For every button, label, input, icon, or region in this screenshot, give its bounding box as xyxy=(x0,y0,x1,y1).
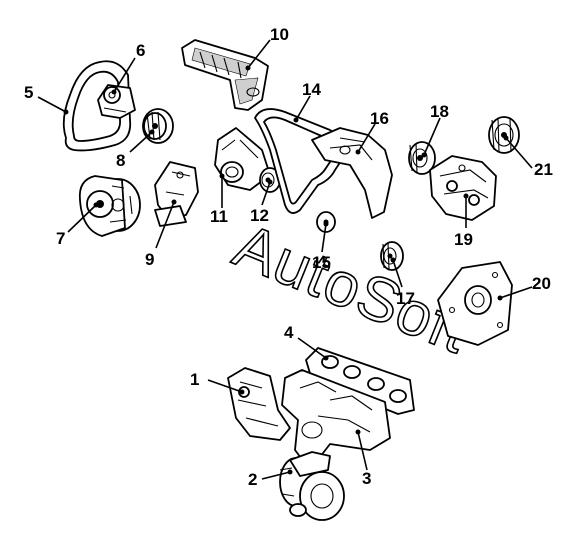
part-18-camshaft-sprocket[interactable] xyxy=(408,141,436,175)
part-19-injection-pump[interactable] xyxy=(429,155,497,221)
part-7-water-pump[interactable] xyxy=(78,175,141,237)
part-9-bracket[interactable] xyxy=(154,161,199,227)
part-17-crankshaft-sprocket[interactable] xyxy=(380,241,404,271)
part-1-exhaust-heat-shield[interactable] xyxy=(227,367,291,441)
callout-17[interactable]: 17 xyxy=(396,289,415,308)
part-4-manifold-gasket[interactable] xyxy=(305,347,415,415)
callout-9[interactable]: 9 xyxy=(145,250,154,269)
callout-6[interactable]: 6 xyxy=(136,41,145,60)
part-3-exhaust-manifold[interactable] xyxy=(281,369,391,471)
part-2-turbocharger[interactable] xyxy=(279,451,345,521)
watermark-text: AutoSoft xyxy=(225,211,479,367)
part-10-upper-timing-cover[interactable] xyxy=(181,39,269,111)
callout-5[interactable]: 5 xyxy=(24,83,33,102)
callout-19[interactable]: 19 xyxy=(454,230,473,249)
callout-1[interactable]: 1 xyxy=(190,370,199,389)
callout-12[interactable]: 12 xyxy=(250,206,269,225)
callout-11[interactable]: 11 xyxy=(210,207,228,226)
callout-8[interactable]: 8 xyxy=(116,151,125,170)
callout-15[interactable]: 15 xyxy=(312,253,331,272)
leader-lines xyxy=(37,39,533,480)
callout-21[interactable]: 21 xyxy=(534,160,553,179)
callout-2[interactable]: 2 xyxy=(248,470,257,489)
part-11-inner-timing-cover[interactable] xyxy=(214,127,271,191)
callout-16[interactable]: 16 xyxy=(370,109,389,128)
callout-18[interactable]: 18 xyxy=(430,102,449,121)
callout-7[interactable]: 7 xyxy=(56,229,65,248)
callout-14[interactable]: 14 xyxy=(302,80,321,99)
part-8-idler-pulley[interactable] xyxy=(142,108,174,144)
callout-labels: 1 2 3 4 5 6 7 8 9 10 11 12 14 15 16 17 1… xyxy=(24,25,553,489)
callout-4[interactable]: 4 xyxy=(284,323,294,342)
callout-20[interactable]: 20 xyxy=(532,274,551,293)
part-16-lower-timing-cover[interactable] xyxy=(311,127,393,219)
part-20-crankcase-cover-plate[interactable] xyxy=(437,261,513,346)
callout-10[interactable]: 10 xyxy=(270,25,289,44)
part-6-belt-tensioner[interactable] xyxy=(97,84,136,119)
callout-3[interactable]: 3 xyxy=(362,469,371,488)
